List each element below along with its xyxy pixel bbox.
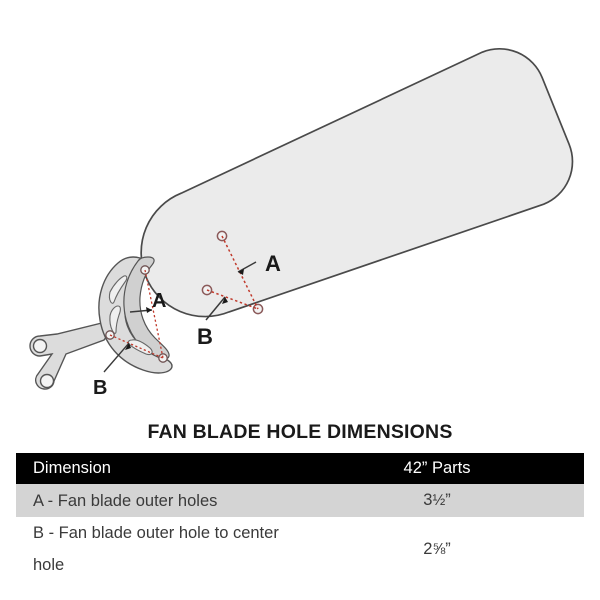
cell-value-a: 3½”	[300, 484, 584, 517]
blade-dimension-a-arrow	[238, 269, 244, 275]
value-b-unit: ”	[445, 539, 451, 558]
blade-dimension-a: A	[221, 235, 281, 310]
table-body: A - Fan blade outer holes 3½” B - Fan bl…	[16, 484, 584, 581]
blade-dimension-b-line	[206, 289, 259, 310]
fan-blade-diagram: A B	[29, 47, 574, 399]
blade-dimension-a-leader	[237, 261, 257, 273]
cell-dimension-a: A - Fan blade outer holes	[33, 491, 218, 510]
cell-value-b: 2⅝”	[300, 517, 584, 581]
table-header-row: Dimension 42” Parts	[16, 453, 584, 484]
bracket-head-inner-lobe	[123, 256, 170, 360]
cell-dimension-b: B - Fan blade outer hole to center hole	[33, 524, 279, 574]
bracket-dimension-a-arrow	[146, 307, 152, 313]
blade-label-a: A	[265, 251, 281, 276]
bracket-cutout-upper	[108, 275, 128, 304]
blade-bracket-part: A B	[29, 256, 173, 399]
value-b-whole: 2	[423, 539, 433, 558]
value-a-whole: 3	[423, 491, 433, 509]
table-row: A - Fan blade outer holes 3½”	[16, 484, 584, 517]
bracket-dimension-b-leader	[103, 342, 130, 373]
fan-blade-part	[140, 47, 574, 318]
bracket-dimension-b-arrow	[125, 343, 131, 350]
column-header-parts: 42” Parts	[403, 459, 471, 477]
dimensions-table: Dimension 42” Parts A - Fan blade outer …	[16, 453, 584, 581]
value-b-fraction: ⅝	[432, 540, 446, 558]
blade-dimension-b-arrow	[222, 297, 228, 304]
bracket-dimension-a-line	[144, 269, 164, 359]
table-header: Dimension 42” Parts	[16, 453, 584, 484]
blade-label-b: B	[197, 324, 213, 349]
blade-dimension-b: B	[197, 289, 259, 349]
dimensions-section: FAN BLADE HOLE DIMENSIONS Dimension 42” …	[0, 415, 600, 581]
table-row: B - Fan blade outer hole to center hole …	[16, 517, 584, 581]
value-a-fraction: ½	[432, 492, 446, 509]
bracket-hole-outer-bottom	[158, 353, 168, 363]
fan-blade-body	[140, 47, 574, 318]
bracket-dimension-b-line	[109, 334, 164, 359]
blade-dimension-b-leader	[205, 296, 226, 321]
bracket-label-b: B	[93, 377, 107, 399]
value-a-unit: ”	[445, 491, 451, 509]
bracket-label-a: A	[152, 290, 166, 312]
bracket-arm-hole-lower	[39, 373, 55, 389]
column-header-dimension: Dimension	[33, 459, 111, 477]
bracket-arm-hole-upper	[32, 338, 48, 354]
page-title: FAN BLADE HOLE DIMENSIONS	[147, 421, 453, 443]
